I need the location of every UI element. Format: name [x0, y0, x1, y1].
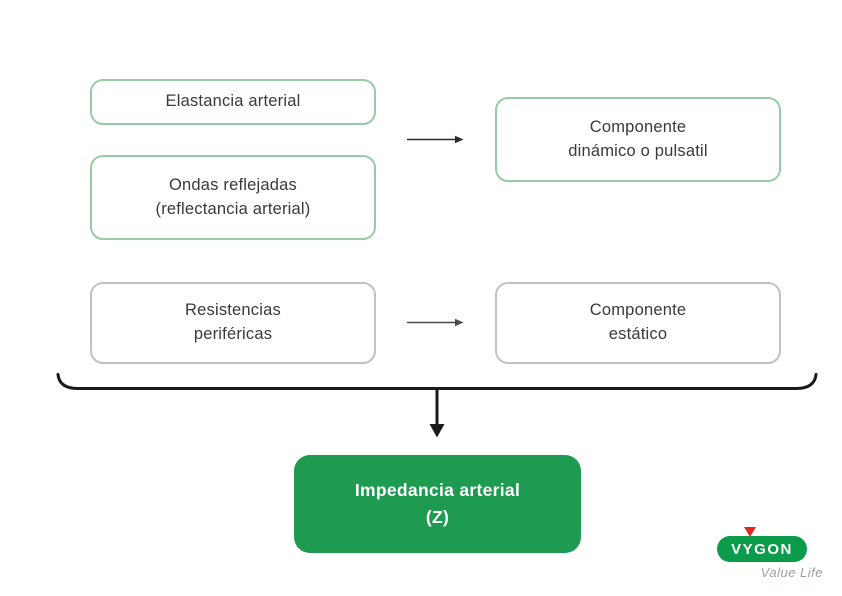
result-line1: Impedancia arterial	[354, 479, 521, 500]
arrow-right-bottom-icon	[407, 318, 464, 327]
box-resistencias-line2: periféricas	[193, 325, 273, 343]
vygon-logo: VYGON Value Life	[715, 524, 827, 582]
logo-brand-text: VYGON	[731, 540, 793, 558]
box-ondas-line2: (reflectancia arterial)	[155, 199, 311, 218]
brace-icon	[56, 373, 818, 390]
result-line2: (Z)	[425, 507, 450, 527]
box-dinamico-line2: dinámico o pulsatil	[568, 141, 708, 160]
down-arrow-icon	[429, 388, 445, 438]
box-componente-estatico: Componente estático	[495, 282, 781, 364]
arrow-right-top-icon	[407, 135, 464, 144]
box-componente-dinamico: Componente dinámico o pulsatil	[495, 97, 781, 182]
box-ondas-reflejadas: Ondas reflejadas (reflectancia arterial)	[90, 155, 376, 240]
logo-triangle-icon	[744, 527, 756, 537]
box-estatico-line2: estático	[608, 325, 668, 343]
box-dinamico-line1: Componente	[589, 117, 687, 136]
box-ondas-line1: Ondas reflejadas	[169, 175, 297, 194]
box-resistencias-line1: Resistencias	[185, 301, 281, 320]
box-elastancia-line1: Elastancia arterial	[165, 92, 301, 111]
logo-pill: VYGON	[717, 536, 807, 562]
box-impedancia-arterial: Impedancia arterial (Z)	[294, 455, 581, 553]
box-elastancia-arterial: Elastancia arterial	[90, 79, 376, 125]
box-resistencias-perifericas: Resistencias periféricas	[90, 282, 376, 364]
logo-tagline: Value Life	[760, 565, 823, 580]
box-estatico-line1: Componente	[589, 301, 687, 320]
